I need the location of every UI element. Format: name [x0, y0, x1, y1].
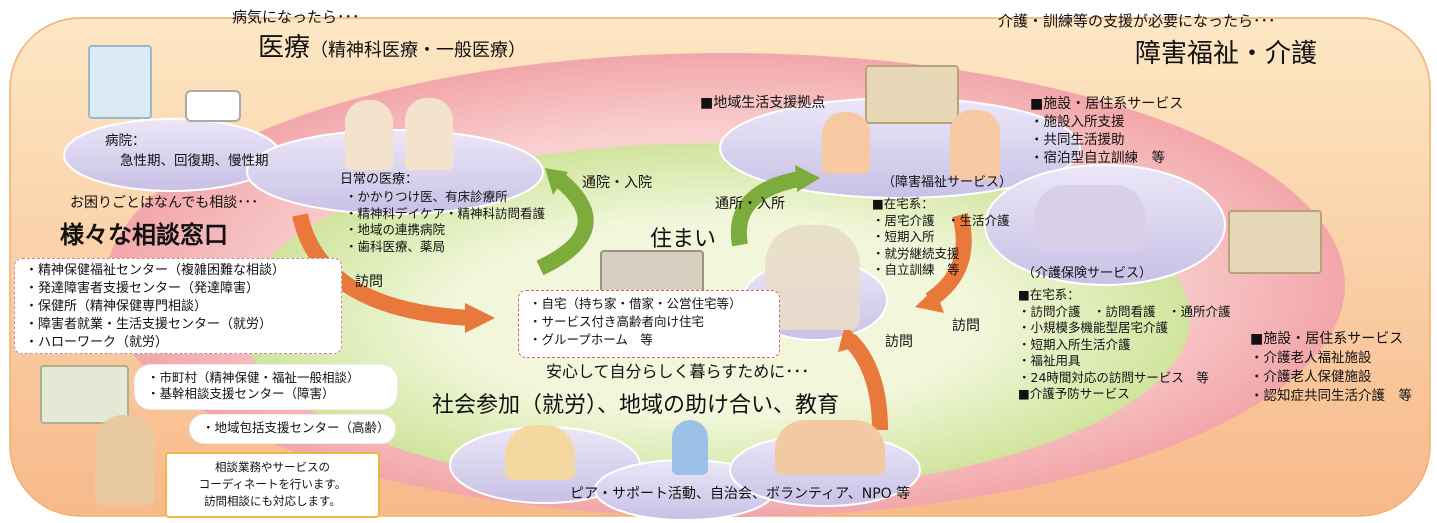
speech-line: 相談業務やサービスの — [215, 460, 330, 474]
child-soccer-icon — [672, 420, 708, 475]
list-item: ・自宅（持ち家・借家・公営住宅等） — [529, 296, 742, 311]
social-activities: ピア・サポート活動、自治会、ボランティア、NPO 等 — [570, 486, 911, 502]
list-item: ・短期入所生活介護 — [1018, 336, 1131, 352]
arrow-outpatient — [536, 173, 594, 276]
group-home-building-icon — [865, 65, 959, 124]
arrow-visit-left — [292, 213, 471, 326]
consult-box-prefectural: ・精神保健福祉センター（複雑困難な相談） ・発達障害者支援センター（発達障害） … — [14, 258, 342, 354]
wheelchair-icon — [1035, 185, 1145, 250]
list-item: ・保健所（精神保健専門相談） — [25, 299, 208, 314]
staff-icon — [822, 112, 870, 174]
counselor-icon — [95, 415, 155, 505]
disability-service-label: （障害福祉サービス） — [882, 175, 1013, 190]
list-item: ■在宅系： — [1018, 287, 1080, 302]
consult-lead: お困りごとはなんでも相談･･･ — [70, 195, 259, 211]
list-item: ・障害者就業・生活支援センター（就労） — [25, 317, 273, 332]
visit-label-bottom: 訪問 — [885, 334, 913, 350]
list-item: ・基幹相談支援センター（障害） — [147, 386, 335, 401]
list-item: ・ハローワーク（就労） — [25, 335, 169, 350]
community-people-icon — [775, 420, 885, 475]
helper-icon — [950, 110, 1000, 180]
housing-caption: 安心して自分らしく暮らすために･･･ — [546, 362, 810, 381]
list-item: ・施設入所支援 — [1030, 114, 1125, 130]
arrow-visit-right — [925, 212, 972, 307]
outpatient-label: 通院・入院 — [582, 175, 652, 191]
welfare-lead: 介護・訓練等の支援が必要になったら･･･ — [998, 12, 1276, 30]
list-item: ■在宅系： — [872, 196, 934, 211]
facility-care-list: ■施設・居住系サービス ・介護老人福祉施設 ・介護老人保健施設 ・認知症共同生活… — [1250, 330, 1412, 406]
speech-bubble: 相談業務やサービスの コーディネートを行います。 訪問相談にも対応します。 — [165, 452, 380, 518]
list-item: ・介護老人福祉施設 — [1250, 350, 1372, 366]
hub-label: ■地域生活支援拠点 — [700, 95, 826, 111]
dayservice-label: 通所・入所 — [715, 196, 785, 212]
social-title: 社会参加（就労）、地域の助け合い、教育 — [432, 393, 840, 418]
visit-label-left: 訪問 — [355, 274, 383, 290]
list-item: ・福祉用具 — [1018, 353, 1081, 368]
list-item: ・地域包括支援センター（高齢） — [202, 420, 390, 435]
home-care-list: ■在宅系： ・訪問介護 ・訪問看護 ・通所介護 ・小規模多機能型居宅介護 ・短期… — [1018, 287, 1231, 403]
ambulance-icon — [185, 90, 241, 122]
list-item: ・認知症共同生活介護 等 — [1250, 388, 1412, 404]
consult-box-municipal: ・市町村（精神保健・福祉一般相談） ・基幹相談支援センター（障害） — [135, 365, 397, 409]
list-item: ・グループホーム 等 — [529, 332, 653, 347]
doctor-icon — [345, 100, 393, 170]
visit-label-right: 訪問 — [952, 318, 980, 334]
hospital-detail: 急性期、回復期、慢性期 — [120, 153, 269, 169]
home-disability-list: ■在宅系： ・居宅介護 ・生活介護 ・短期入所 ・就労継続支援 ・自立訓練 等 — [872, 196, 1010, 279]
list-item: ・24時間対応の訪問サービス 等 — [1018, 369, 1209, 385]
speech-line: 訪問相談にも対応します。 — [204, 494, 341, 508]
arrow-dayservice — [730, 170, 807, 247]
care-facility-building-icon — [1228, 210, 1322, 274]
hospital-building-icon — [88, 45, 152, 119]
list-item: ・市町村（精神保健・福祉一般相談） — [147, 370, 360, 385]
consult-title: 様々な相談窓口 — [60, 221, 228, 249]
list-item: ・居宅介護 ・生活介護 — [872, 212, 1010, 228]
list-item: ・小規模多機能型居宅介護 — [1018, 320, 1169, 335]
medical-title-main: 医療 — [258, 33, 311, 63]
consult-box-elderly: ・地域包括支援センター（高齢） — [190, 415, 395, 443]
medical-title-sub: （精神科医療・一般医療） — [310, 40, 527, 61]
list-item: ・地域の連携病院 — [345, 222, 446, 237]
list-item: ■施設・居住系サービス — [1030, 96, 1184, 112]
daily-care-oval — [246, 129, 544, 215]
list-item: ・精神科デイケア・精神科訪問看護 — [345, 205, 546, 221]
list-item: ・サービス付き高齢者向け住宅 — [529, 314, 705, 329]
town-office-building-icon — [40, 365, 129, 424]
list-item: ■施設・居住系サービス — [1250, 331, 1404, 347]
list-item: ・短期入所 — [872, 229, 935, 244]
housing-box: ・自宅（持ち家・借家・公営住宅等） ・サービス付き高齢者向け住宅 ・グループホー… — [518, 290, 780, 358]
list-item: ・精神保健福祉センター（複雑困難な相談） — [25, 263, 286, 278]
list-item: ・訪問介護 ・訪問看護 ・通所介護 — [1018, 303, 1231, 319]
list-item: ・宿泊型自立訓練 等 — [1030, 150, 1165, 166]
peer-support-icon — [505, 425, 575, 480]
list-item: ・歯科医療、薬局 — [345, 238, 446, 254]
daily-care-label: 日常の医療： — [340, 172, 419, 187]
facility-disability-list: ■施設・居住系サービス ・施設入所支援 ・共同生活援助 ・宿泊型自立訓練 等 — [1030, 95, 1183, 167]
list-item: ・自立訓練 等 — [872, 262, 960, 277]
list-item: ・発達障害者支援センター（発達障害） — [25, 281, 260, 296]
list-item: ・共同生活援助 — [1030, 132, 1125, 148]
list-item: ■介護予防サービス — [1018, 386, 1130, 401]
list-item: ・かかりつけ医、有床診療所 — [345, 189, 508, 204]
care-service-label: （介護保険サービス） — [1022, 266, 1153, 281]
daily-care-list: ・かかりつけ医、有床診療所 ・精神科デイケア・精神科訪問看護 ・地域の連携病院 … — [345, 189, 545, 255]
list-item: ・介護老人保健施設 — [1250, 369, 1372, 385]
hospital-label: 病院： — [105, 133, 146, 149]
speech-line: コーディネートを行います。 — [198, 477, 347, 491]
nurse-icon — [405, 98, 453, 170]
family-icon — [765, 225, 860, 330]
list-item: ・就労継続支援 — [872, 245, 960, 261]
welfare-title: 障害福祉・介護 — [1135, 39, 1318, 69]
medical-title: 医療（精神科医療・一般医療） — [258, 32, 526, 65]
housing-title: 住まい — [650, 227, 717, 252]
medical-lead: 病気になったら･･･ — [232, 8, 360, 26]
